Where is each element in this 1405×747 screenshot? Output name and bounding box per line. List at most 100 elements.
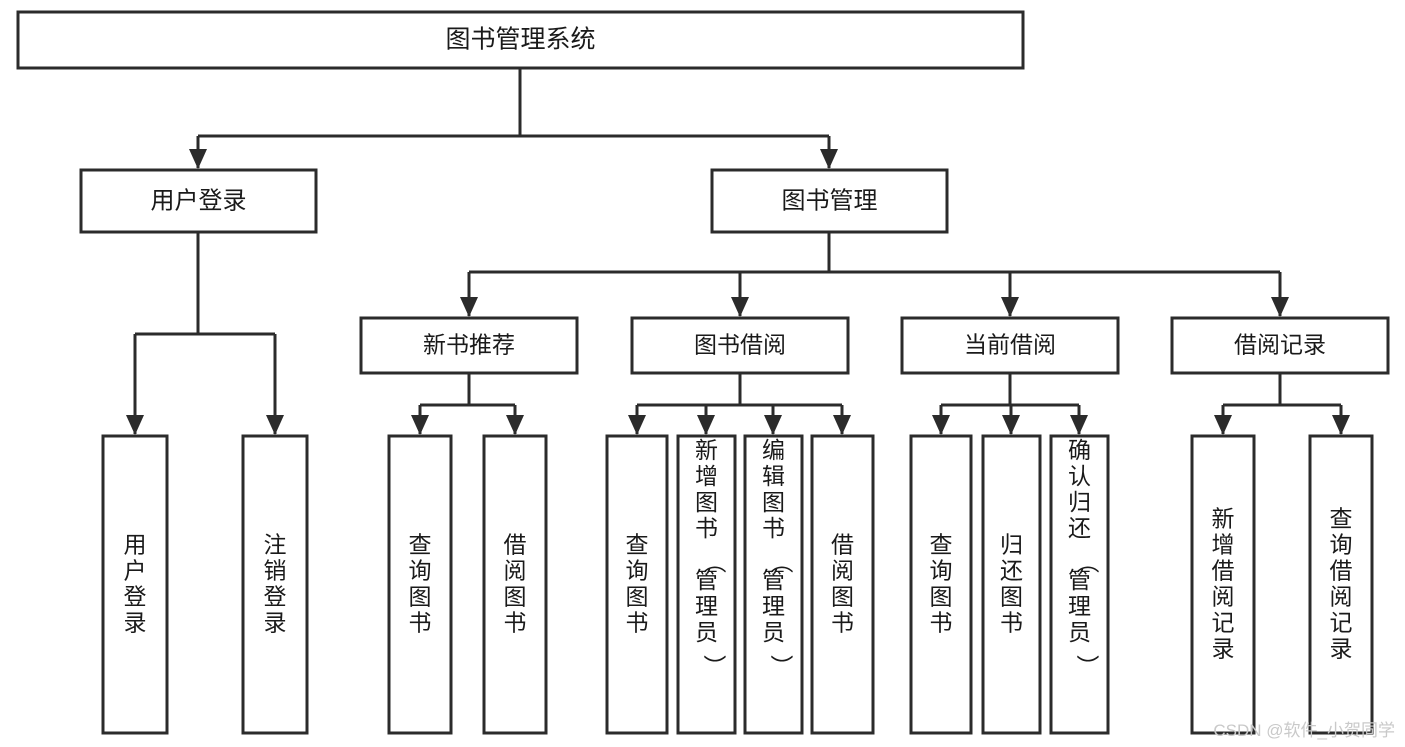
svg-text:）: ） xyxy=(769,655,795,678)
svg-text:销: 销 xyxy=(264,558,287,584)
svg-text:理: 理 xyxy=(1068,593,1091,619)
node-box[interactable] xyxy=(900,316,1120,375)
node-box[interactable] xyxy=(387,434,453,735)
arrow-head xyxy=(411,415,429,435)
connector-borrowrecord-to-leaves xyxy=(1214,373,1350,435)
arrow-head xyxy=(460,297,478,317)
node-box[interactable] xyxy=(241,434,309,735)
node-label: 当前借阅 xyxy=(964,332,1056,358)
svg-text:录: 录 xyxy=(1330,636,1353,662)
node-box[interactable] xyxy=(101,434,169,735)
svg-text:书: 书 xyxy=(762,515,785,541)
svg-text:查: 查 xyxy=(930,532,953,558)
node-box[interactable] xyxy=(909,434,973,735)
arrow-head xyxy=(1214,415,1232,435)
arrow-head xyxy=(506,415,524,435)
svg-text:录: 录 xyxy=(264,610,287,636)
node-box[interactable] xyxy=(810,434,875,735)
node-box[interactable] xyxy=(1308,434,1374,735)
leaf-node-leaf-user-login[interactable]: 用户登录 xyxy=(101,434,169,735)
node-box[interactable] xyxy=(1049,434,1110,735)
arrow-head xyxy=(126,415,144,435)
connectors-layer xyxy=(126,68,1350,435)
svg-text:阅: 阅 xyxy=(1212,584,1235,610)
svg-text:）: ） xyxy=(1075,655,1101,678)
svg-text:还: 还 xyxy=(1000,558,1023,584)
level3-node-new-book-recommend[interactable]: 新书推荐 xyxy=(359,316,579,375)
svg-text:辑: 辑 xyxy=(762,463,785,489)
svg-text:（: （ xyxy=(702,551,728,574)
svg-text:注: 注 xyxy=(264,532,287,558)
svg-text:登: 登 xyxy=(124,584,147,610)
svg-text:图: 图 xyxy=(831,584,854,610)
node-box[interactable] xyxy=(16,10,1025,70)
svg-text:书: 书 xyxy=(831,610,854,636)
node-box[interactable] xyxy=(710,168,949,234)
svg-text:图: 图 xyxy=(626,584,649,610)
arrow-head xyxy=(1070,415,1088,435)
svg-text:查: 查 xyxy=(626,532,649,558)
svg-text:借: 借 xyxy=(831,532,854,558)
svg-text:管: 管 xyxy=(1068,567,1091,593)
node-label: 借阅记录 xyxy=(1234,332,1326,358)
node-box[interactable] xyxy=(1170,316,1390,375)
svg-text:借: 借 xyxy=(504,532,527,558)
svg-text:新: 新 xyxy=(695,437,718,463)
svg-text:书: 书 xyxy=(626,610,649,636)
level2-node-user-login[interactable]: 用户登录 xyxy=(79,168,318,234)
node-box[interactable] xyxy=(79,168,318,234)
svg-text:归: 归 xyxy=(1000,532,1023,558)
svg-text:书: 书 xyxy=(504,610,527,636)
connector-root-to-level2 xyxy=(189,68,838,169)
node-box[interactable] xyxy=(630,316,850,375)
node-box[interactable] xyxy=(676,434,737,735)
svg-text:）: ） xyxy=(702,655,728,678)
node-box[interactable] xyxy=(482,434,548,735)
level3-node-book-borrow[interactable]: 图书借阅 xyxy=(630,316,850,375)
arrow-head xyxy=(833,415,851,435)
node-box[interactable] xyxy=(981,434,1042,735)
svg-text:借: 借 xyxy=(1330,558,1353,584)
level2-node-book-manage[interactable]: 图书管理 xyxy=(710,168,949,234)
node-box[interactable] xyxy=(605,434,669,735)
svg-text:员: 员 xyxy=(695,619,718,645)
root-node-root[interactable]: 图书管理系统 xyxy=(16,10,1025,70)
svg-text:还: 还 xyxy=(1068,515,1091,541)
connector-userlogin-to-leaves xyxy=(126,232,284,435)
svg-text:录: 录 xyxy=(1212,636,1235,662)
node-box[interactable] xyxy=(743,434,804,735)
svg-text:归: 归 xyxy=(1068,489,1091,515)
node-label: 图书借阅 xyxy=(694,332,786,358)
node-box[interactable] xyxy=(1190,434,1256,735)
level3-node-current-borrow[interactable]: 当前借阅 xyxy=(900,316,1120,375)
svg-text:图: 图 xyxy=(930,584,953,610)
svg-text:户: 户 xyxy=(124,558,147,584)
svg-text:书: 书 xyxy=(695,515,718,541)
svg-text:阅: 阅 xyxy=(504,558,527,584)
level3-node-borrow-record[interactable]: 借阅记录 xyxy=(1170,316,1390,375)
arrow-head xyxy=(731,297,749,317)
arrow-head xyxy=(820,149,838,169)
node-box[interactable] xyxy=(359,316,579,375)
svg-text:询: 询 xyxy=(626,558,649,584)
svg-text:管: 管 xyxy=(695,567,718,593)
